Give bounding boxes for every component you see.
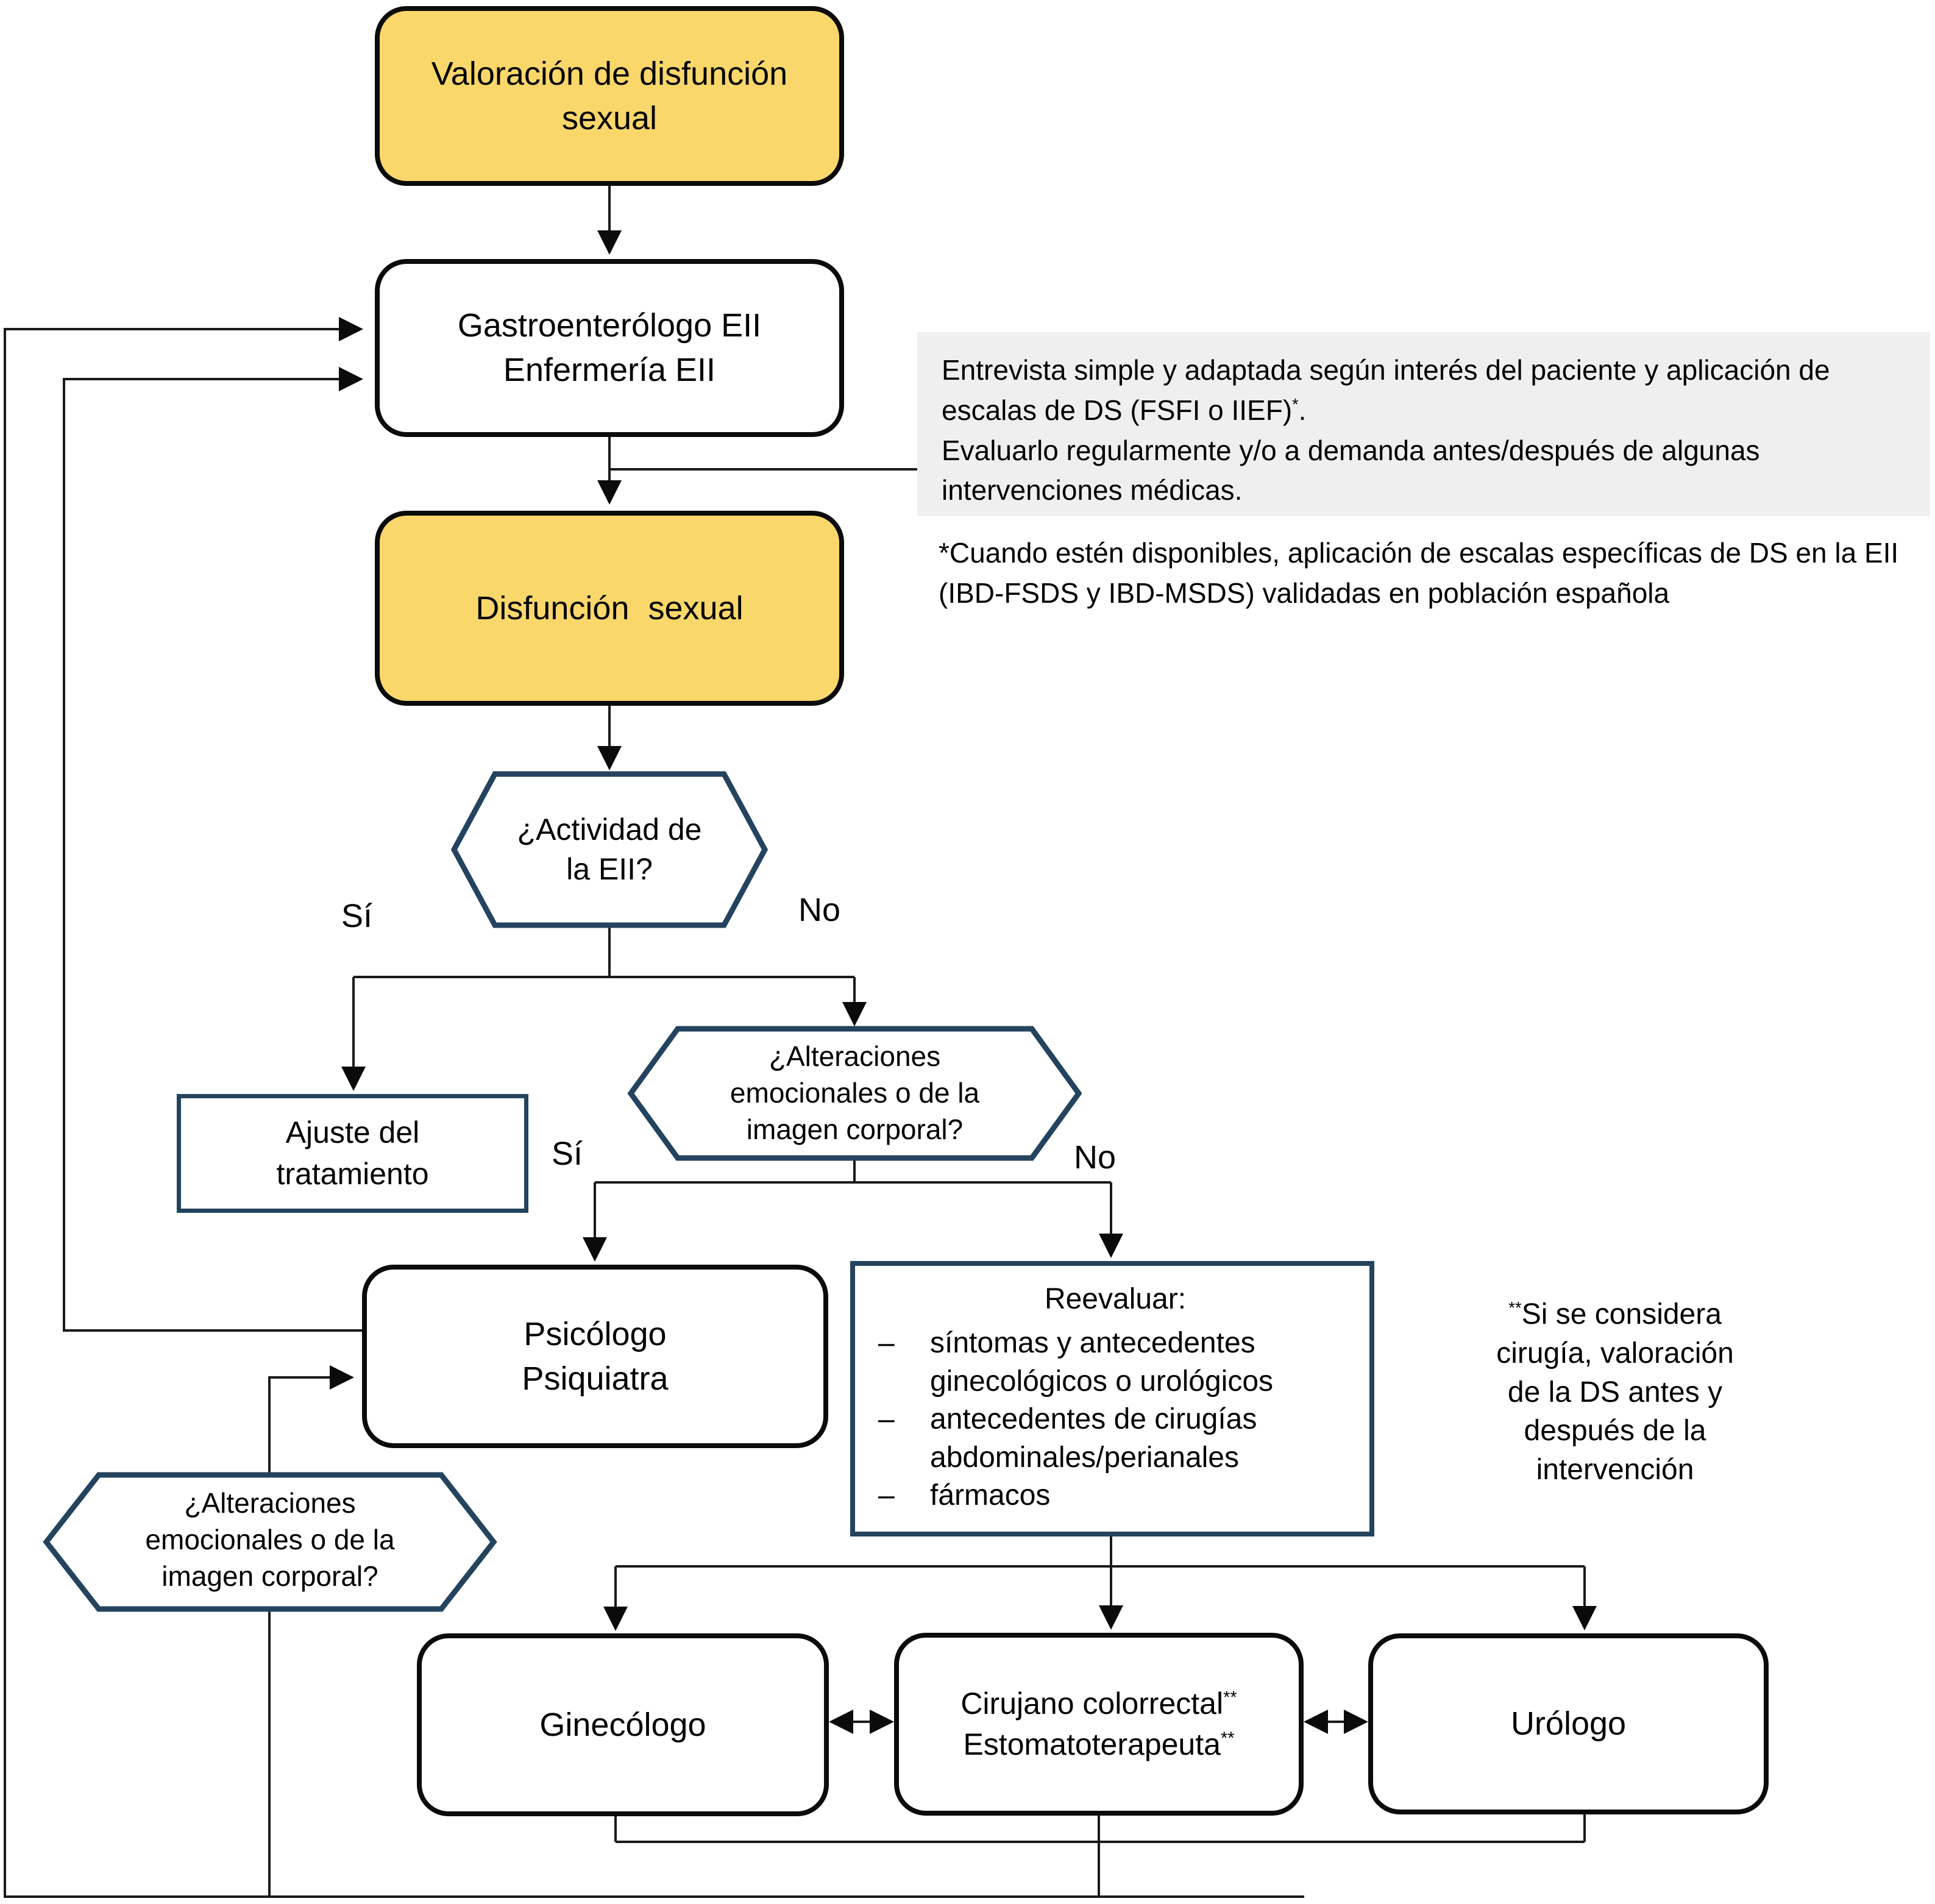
reevaluar-bullet: – fármacos	[878, 1477, 1352, 1515]
edge-label-no-2: No	[1074, 1139, 1117, 1176]
bullet-dash: –	[878, 1479, 895, 1511]
note-entrevista-p2: Evaluarlo regularmente y/o a demanda ant…	[942, 434, 1760, 506]
edge-feedback-outer	[4, 317, 1304, 1898]
node-label: Urólogo	[1510, 1705, 1627, 1742]
note-text: Si se considera	[1521, 1298, 1722, 1330]
note-cirugia-line: **Si se considera	[1420, 1295, 1810, 1334]
hex-line: ¿Alteraciones	[769, 1040, 941, 1073]
node-psicologo-psiquiatra: Psicólogo Psiquiatra	[362, 1265, 828, 1448]
bullet-dash: –	[878, 1403, 895, 1436]
node-ginecologo: Ginecólogo	[417, 1633, 829, 1816]
node-label: Ginecólogo	[539, 1706, 706, 1743]
node-label-line2: Estomatoterapeuta**	[963, 1724, 1234, 1766]
reevaluar-bullet: – síntomas y antecedentes ginecológicos …	[878, 1324, 1352, 1401]
hexagon-actividad-label: ¿Actividad de la EII?	[469, 781, 750, 918]
hex-line: emocionales o de la	[730, 1077, 980, 1109]
note-cirugia-line: cirugía, valoración	[1496, 1337, 1734, 1369]
bullet-text: antecedentes de cirugías abdominales/per…	[930, 1403, 1257, 1474]
node-label-line1: Cirujano colorrectal**	[960, 1683, 1237, 1725]
hexagon-alteraciones-left	[43, 1472, 497, 1612]
edge-label-si-1: Sí	[341, 898, 373, 934]
edge-psicologo-gastro	[63, 367, 363, 1332]
bullet-text: fármacos	[930, 1479, 1051, 1511]
node-label-line2: Psiquiatra	[522, 1360, 669, 1397]
hex-line: la EII?	[566, 852, 653, 886]
edge-label-si-2: Sí	[552, 1135, 583, 1172]
node-reevaluar: Reevaluar: – síntomas y antecedentes gin…	[850, 1261, 1374, 1536]
bullet-dash: –	[878, 1327, 895, 1360]
hex-line: imagen corporal?	[162, 1560, 378, 1592]
reevaluar-bullet: – antecedentes de cirugías abdominales/p…	[878, 1401, 1352, 1477]
decision-hexagons	[43, 771, 1082, 1612]
hex-line: emocionales o de la	[145, 1524, 395, 1556]
note-sup: *	[1292, 395, 1299, 414]
cirujano-sup: **	[1223, 1687, 1237, 1707]
estomatoterapeuta-text: Estomatoterapeuta	[963, 1727, 1221, 1761]
node-label-line1: Gastroenterólogo EII	[457, 307, 762, 344]
node-gastroenterologo-eii: Gastroenterólogo EII Enfermería EII	[375, 259, 844, 437]
edge-label-no-1: No	[798, 892, 841, 928]
hex-line: ¿Alteraciones	[184, 1487, 356, 1519]
node-label: Valoración de disfunción sexual	[431, 55, 788, 137]
note-text: Entrevista simple y adaptada según inter…	[942, 354, 1830, 426]
node-label-line2: Enfermería EII	[503, 352, 716, 388]
node-label: Disfunción sexual	[475, 589, 744, 627]
note-entrevista-p1: Entrevista simple y adaptada según inter…	[942, 350, 1906, 431]
footnote-escalas: *Cuando estén disponibles, aplicación de…	[939, 537, 1899, 609]
node-valoracion-disfuncion-sexual: Valoración de disfunción sexual	[375, 6, 844, 186]
node-urologo: Urólogo	[1368, 1633, 1769, 1814]
node-label-line2: tratamiento	[276, 1156, 429, 1191]
hexagon-actividad-eii	[450, 771, 769, 928]
note-entrevista: Entrevista simple y adaptada según inter…	[917, 332, 1930, 516]
note-cirugia: **Si se considera cirugía, valoración de…	[1420, 1295, 1810, 1490]
note-cirugia-line: intervención	[1536, 1454, 1694, 1487]
note-cirugia-line: después de la	[1524, 1415, 1706, 1448]
node-cirujano-colorrectal: Cirujano colorrectal** Estomatoterapeuta…	[894, 1633, 1304, 1816]
bullet-text: síntomas y antecedentes ginecológicos o …	[930, 1327, 1274, 1398]
hexagon-alteraciones-mid	[627, 1026, 1082, 1161]
edge-hex3-psicologo	[268, 1365, 354, 1474]
reevaluar-title: Reevaluar:	[1044, 1283, 1187, 1315]
node-label-line1: Psicólogo	[524, 1315, 667, 1352]
note-cirugia-line: de la DS antes y	[1507, 1376, 1723, 1408]
note-text: .	[1298, 394, 1307, 426]
hexagon-alteraciones-mid-label: ¿Alteraciones emocionales o de la imagen…	[673, 1032, 1036, 1155]
node-ajuste-tratamiento: Ajuste del tratamiento	[177, 1094, 528, 1213]
note-cirugia-sup: **	[1508, 1298, 1522, 1317]
node-label-line1: Ajuste del	[285, 1115, 420, 1149]
hex-line: ¿Actividad de	[517, 812, 702, 847]
estomatoterapeuta-sup: **	[1220, 1728, 1235, 1749]
edges	[4, 186, 1597, 1898]
hexagon-alteraciones-left-label: ¿Alteraciones emocionales o de la imagen…	[91, 1479, 449, 1602]
cirujano-text: Cirujano colorrectal	[960, 1686, 1224, 1721]
hex-line: imagen corporal?	[746, 1113, 964, 1145]
node-disfuncion-sexual: Disfunción sexual	[375, 511, 844, 706]
